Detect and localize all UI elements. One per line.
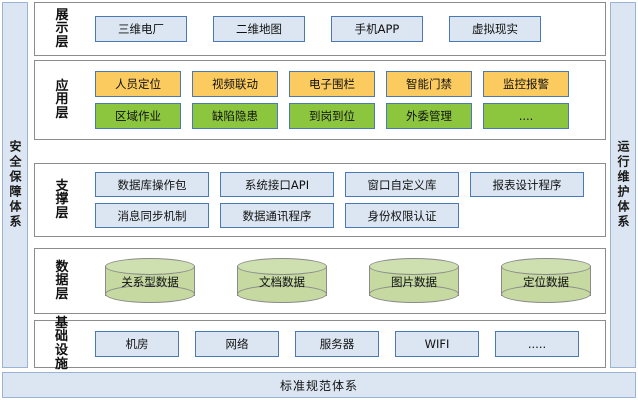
node-3d-power-plant[interactable]: 三维电厂 [95, 16, 187, 42]
node-outsourcing-management[interactable]: 外委管理 [386, 103, 472, 129]
node-area-operations[interactable]: 区域作业 [95, 103, 181, 129]
cylinder-bottom-ellipse [105, 285, 195, 303]
layer-support: 支撑层 数据库操作包 系统接口API 窗口自定义库 报表设计程序 消息同步机制 … [34, 163, 606, 237]
node-message-sync-mechanism[interactable]: 消息同步机制 [95, 203, 209, 228]
layer-data-label: 数据层 [55, 259, 70, 302]
right-side-panel-label: 运行维护体系 [616, 140, 630, 230]
layer-support-row-1: 数据库操作包 系统接口API 窗口自定义库 报表设计程序 [95, 172, 599, 197]
right-side-panel-operations-maintenance: 运行维护体系 [610, 2, 636, 368]
node-identity-permission-auth[interactable]: 身份权限认证 [345, 203, 459, 228]
node-report-design-program[interactable]: 报表设计程序 [470, 172, 584, 197]
layer-infrastructure-row: 机房 网络 服务器 WIFI ..... [95, 331, 599, 357]
layer-support-label: 支撑层 [55, 178, 70, 221]
node-machine-room[interactable]: 机房 [95, 331, 179, 357]
layer-presentation-body: 三维电厂 二维地图 手机APP 虚拟现实 [89, 16, 605, 42]
node-mobile-app[interactable]: 手机APP [331, 16, 423, 42]
cylinder-relational-data[interactable]: 关系型数据 [105, 258, 195, 304]
node-network[interactable]: 网络 [195, 331, 279, 357]
cylinder-image-data[interactable]: 图片数据 [369, 258, 459, 304]
layer-data: 数据层 关系型数据 文档数据 [34, 248, 606, 314]
cylinder-relational-data-label: 关系型数据 [121, 275, 179, 289]
left-side-panel-label: 安全保障体系 [8, 140, 22, 230]
cylinder-image-data-label: 图片数据 [391, 275, 437, 289]
cylinder-bottom-ellipse [501, 285, 591, 303]
layer-support-body: 数据库操作包 系统接口API 窗口自定义库 报表设计程序 消息同步机制 数据通讯… [89, 172, 605, 228]
layer-data-body: 关系型数据 文档数据 图片数据 定 [89, 258, 605, 304]
cylinder-bottom-ellipse [237, 285, 327, 303]
layer-data-row: 关系型数据 文档数据 图片数据 定 [95, 258, 599, 304]
node-server[interactable]: 服务器 [295, 331, 379, 357]
cylinder-document-data[interactable]: 文档数据 [237, 258, 327, 304]
standards-specification-bar: 标准规范体系 [2, 372, 636, 398]
node-electronic-fence[interactable]: 电子围栏 [289, 71, 375, 97]
layer-support-row-2: 消息同步机制 数据通讯程序 身份权限认证 [95, 203, 599, 228]
node-virtual-reality[interactable]: 虚拟现实 [449, 16, 541, 42]
node-2d-map[interactable]: 二维地图 [213, 16, 305, 42]
cylinder-positioning-data[interactable]: 定位数据 [501, 258, 591, 304]
layer-application: 应用层 人员定位 视频联动 电子围栏 智能门禁 监控报警 区域作业 缺陷隐患 到… [34, 60, 606, 140]
cylinder-positioning-data-label: 定位数据 [523, 275, 569, 289]
node-support-row2-empty-slot [470, 203, 584, 228]
node-on-post-on-duty[interactable]: 到岗到位 [289, 103, 375, 129]
node-window-custom-library[interactable]: 窗口自定义库 [345, 172, 459, 197]
node-defect-hazard[interactable]: 缺陷隐患 [192, 103, 278, 129]
node-database-operation-package[interactable]: 数据库操作包 [95, 172, 209, 197]
left-side-panel-security-assurance: 安全保障体系 [2, 2, 28, 368]
layer-infrastructure: 基础设施 机房 网络 服务器 WIFI ..... [34, 316, 606, 371]
cylinder-document-data-label: 文档数据 [259, 275, 305, 289]
layer-presentation: 展示层 三维电厂 二维地图 手机APP 虚拟现实 [34, 2, 606, 56]
layer-infrastructure-body: 机房 网络 服务器 WIFI ..... [89, 331, 605, 357]
cylinder-top-ellipse [237, 258, 327, 275]
layer-application-row-1: 人员定位 视频联动 电子围栏 智能门禁 监控报警 [95, 71, 599, 97]
layer-application-row-2: 区域作业 缺陷隐患 到岗到位 外委管理 .... [95, 103, 599, 129]
standards-specification-label: 标准规范体系 [279, 378, 358, 393]
layer-application-body: 人员定位 视频联动 电子围栏 智能门禁 监控报警 区域作业 缺陷隐患 到岗到位 … [89, 71, 605, 129]
node-wifi[interactable]: WIFI [395, 331, 479, 357]
node-data-communication-program[interactable]: 数据通讯程序 [220, 203, 334, 228]
cylinder-top-ellipse [105, 258, 195, 275]
node-application-more[interactable]: .... [483, 103, 569, 129]
node-personnel-positioning[interactable]: 人员定位 [95, 71, 181, 97]
layer-presentation-label: 展示层 [55, 7, 70, 50]
layer-presentation-row: 三维电厂 二维地图 手机APP 虚拟现实 [95, 16, 599, 42]
cylinder-top-ellipse [501, 258, 591, 275]
cylinder-top-ellipse [369, 258, 459, 275]
node-infrastructure-more[interactable]: ..... [495, 331, 579, 357]
layer-infrastructure-label: 基础设施 [54, 315, 69, 372]
node-smart-access-control[interactable]: 智能门禁 [386, 71, 472, 97]
node-video-linkage[interactable]: 视频联动 [192, 71, 278, 97]
node-monitoring-alarm[interactable]: 监控报警 [483, 71, 569, 97]
cylinder-bottom-ellipse [369, 285, 459, 303]
layer-application-label: 应用层 [55, 78, 70, 121]
node-system-interface-api[interactable]: 系统接口API [220, 172, 334, 197]
